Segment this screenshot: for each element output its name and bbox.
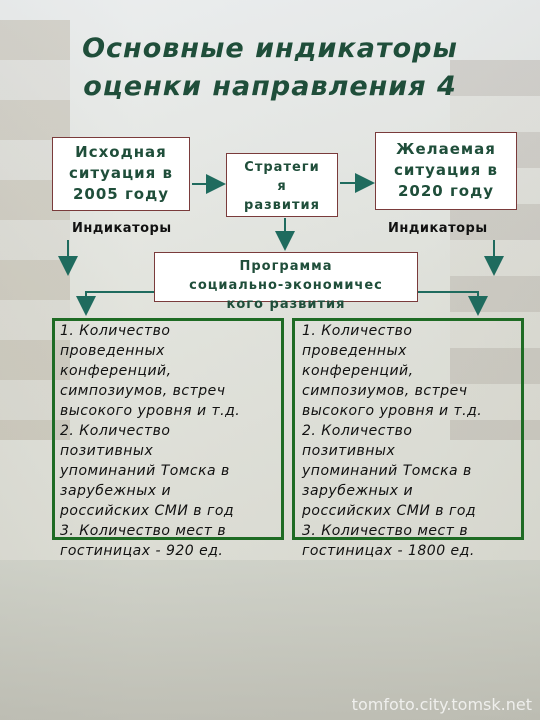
box-initial-line1: Исходная	[75, 143, 167, 161]
list-item: проведенных	[302, 343, 407, 359]
box-strategy-line3: развития	[244, 198, 320, 213]
list-item: конференций,	[60, 363, 172, 379]
indicators-panel-left	[52, 318, 284, 540]
list-item: симпозиумов, встреч	[60, 383, 226, 399]
indicators-panel-right	[292, 318, 524, 540]
box-initial-line2: ситуация в	[69, 164, 173, 182]
list-item: упоминаний Томска в	[302, 463, 472, 479]
indicators-label-right: Индикаторы	[388, 221, 488, 236]
list-item: высокого уровня и т.д.	[60, 403, 241, 419]
list-item: гостиницах - 920 ед.	[60, 543, 224, 559]
list-item: 1. Количество	[302, 323, 413, 339]
box-strategy-line2: я	[277, 179, 287, 194]
list-item: зарубежных и	[60, 483, 172, 499]
box-strategy-line1: Стратеги	[244, 160, 320, 175]
list-item: 3. Количество мест в	[60, 523, 227, 539]
list-item: 2. Количество	[302, 423, 413, 439]
list-item: 2. Количество	[60, 423, 171, 439]
box-desired-situation: Желаемая ситуация в 2020 году	[375, 132, 517, 210]
list-item: 3. Количество мест в	[302, 523, 469, 539]
indicators-label-left: Индикаторы	[72, 221, 172, 236]
box-desired-line1: Желаемая	[396, 140, 496, 158]
list-item: симпозиумов, встреч	[302, 383, 468, 399]
list-item: российских СМИ в год	[302, 503, 477, 519]
arrow-program-to-left-panel	[76, 291, 154, 316]
slide-title: Основные индикаторы оценки направления 4	[20, 30, 520, 106]
box-initial-line3: 2005 году	[72, 185, 169, 203]
slide-title-line1: Основные индикаторы	[82, 33, 458, 64]
indicators-list-right: 1. Количество проведенных конференций, с…	[302, 321, 532, 561]
box-program-line2: социально-экономичес	[189, 278, 383, 293]
list-item: высокого уровня и т.д.	[302, 403, 483, 419]
box-desired-line2: ситуация в	[394, 161, 498, 179]
box-strategy: Стратеги я развития	[226, 153, 338, 217]
box-program-line3: кого развития	[226, 297, 346, 312]
box-program: Программа социально-экономичес кого разв…	[154, 252, 418, 312]
arrow-program-to-right-panel	[418, 291, 488, 316]
list-item: зарубежных и	[302, 483, 414, 499]
list-item: конференций,	[302, 363, 414, 379]
box-desired-line3: 2020 году	[397, 182, 494, 200]
background-ground	[0, 560, 540, 720]
box-program-line1: Программа	[239, 259, 333, 274]
list-item: упоминаний Томска в	[60, 463, 230, 479]
list-item: 1. Количество	[60, 323, 171, 339]
list-item: гостиницах - 1800 ед.	[302, 543, 475, 559]
slide-title-line2: оценки направления 4	[83, 71, 457, 102]
list-item: проведенных	[60, 343, 165, 359]
indicators-list-left: 1. Количество проведенных конференций, с…	[60, 321, 290, 561]
box-initial-situation: Исходная ситуация в 2005 году	[52, 137, 190, 211]
watermark-text: tomfoto.city.tomsk.net	[351, 695, 532, 714]
background-building-left	[0, 20, 70, 440]
list-item: позитивных	[302, 443, 396, 459]
list-item: позитивных	[60, 443, 154, 459]
list-item: российских СМИ в год	[60, 503, 235, 519]
